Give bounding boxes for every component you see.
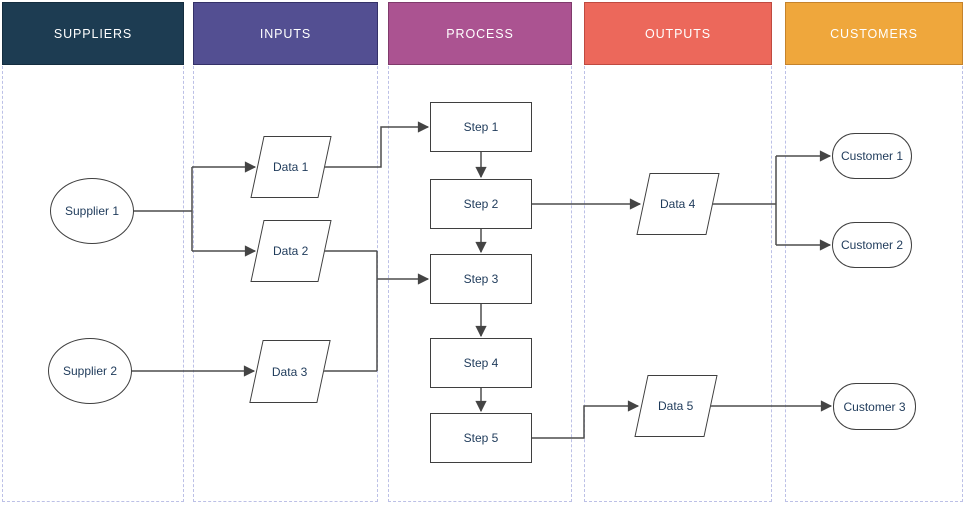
node-step-3[interactable]: Step 3 (430, 254, 532, 304)
node-customer-1-label: Customer 1 (840, 149, 904, 163)
node-step-1-label: Step 1 (463, 120, 499, 134)
node-supplier-2-label: Supplier 2 (62, 364, 118, 378)
node-data-1[interactable]: Data 1 (250, 136, 332, 198)
header-process[interactable]: PROCESS (388, 2, 572, 65)
node-data-2[interactable]: Data 2 (250, 220, 332, 282)
lane-customers (785, 66, 963, 502)
node-data-4[interactable]: Data 4 (636, 173, 720, 235)
node-data-2-label: Data 2 (273, 244, 309, 258)
node-step-5-label: Step 5 (463, 431, 499, 445)
header-customers-label: CUSTOMERS (830, 26, 918, 41)
node-step-4-label: Step 4 (463, 356, 499, 370)
lane-suppliers (2, 66, 184, 502)
header-inputs[interactable]: INPUTS (193, 2, 378, 65)
header-inputs-label: INPUTS (259, 26, 312, 41)
lane-inputs (193, 66, 378, 502)
node-customer-1[interactable]: Customer 1 (832, 133, 912, 179)
node-step-1[interactable]: Step 1 (430, 102, 532, 152)
node-step-4[interactable]: Step 4 (430, 338, 532, 388)
node-supplier-2[interactable]: Supplier 2 (48, 338, 132, 404)
node-data-4-label: Data 4 (660, 197, 696, 211)
header-suppliers[interactable]: SUPPLIERS (2, 2, 184, 65)
header-suppliers-label: SUPPLIERS (53, 26, 133, 41)
node-customer-3[interactable]: Customer 3 (833, 383, 916, 430)
node-data-5-label: Data 5 (658, 399, 694, 413)
header-outputs[interactable]: OUTPUTS (584, 2, 772, 65)
node-customer-2[interactable]: Customer 2 (832, 222, 912, 268)
lane-process (388, 66, 572, 502)
node-supplier-1-label: Supplier 1 (64, 204, 120, 218)
node-customer-3-label: Customer 3 (843, 399, 906, 414)
node-data-1-label: Data 1 (273, 160, 309, 174)
node-step-5[interactable]: Step 5 (430, 413, 532, 463)
node-supplier-1[interactable]: Supplier 1 (50, 178, 134, 244)
header-customers[interactable]: CUSTOMERS (785, 2, 963, 65)
node-step-3-label: Step 3 (463, 272, 499, 286)
lane-outputs (584, 66, 772, 502)
node-data-5[interactable]: Data 5 (634, 375, 718, 437)
header-outputs-label: OUTPUTS (644, 26, 712, 41)
header-process-label: PROCESS (446, 26, 514, 41)
node-data-3-label: Data 3 (272, 364, 308, 379)
node-customer-2-label: Customer 2 (840, 238, 904, 252)
node-step-2[interactable]: Step 2 (430, 179, 532, 229)
node-data-3[interactable]: Data 3 (249, 340, 331, 403)
node-step-2-label: Step 2 (463, 197, 499, 211)
